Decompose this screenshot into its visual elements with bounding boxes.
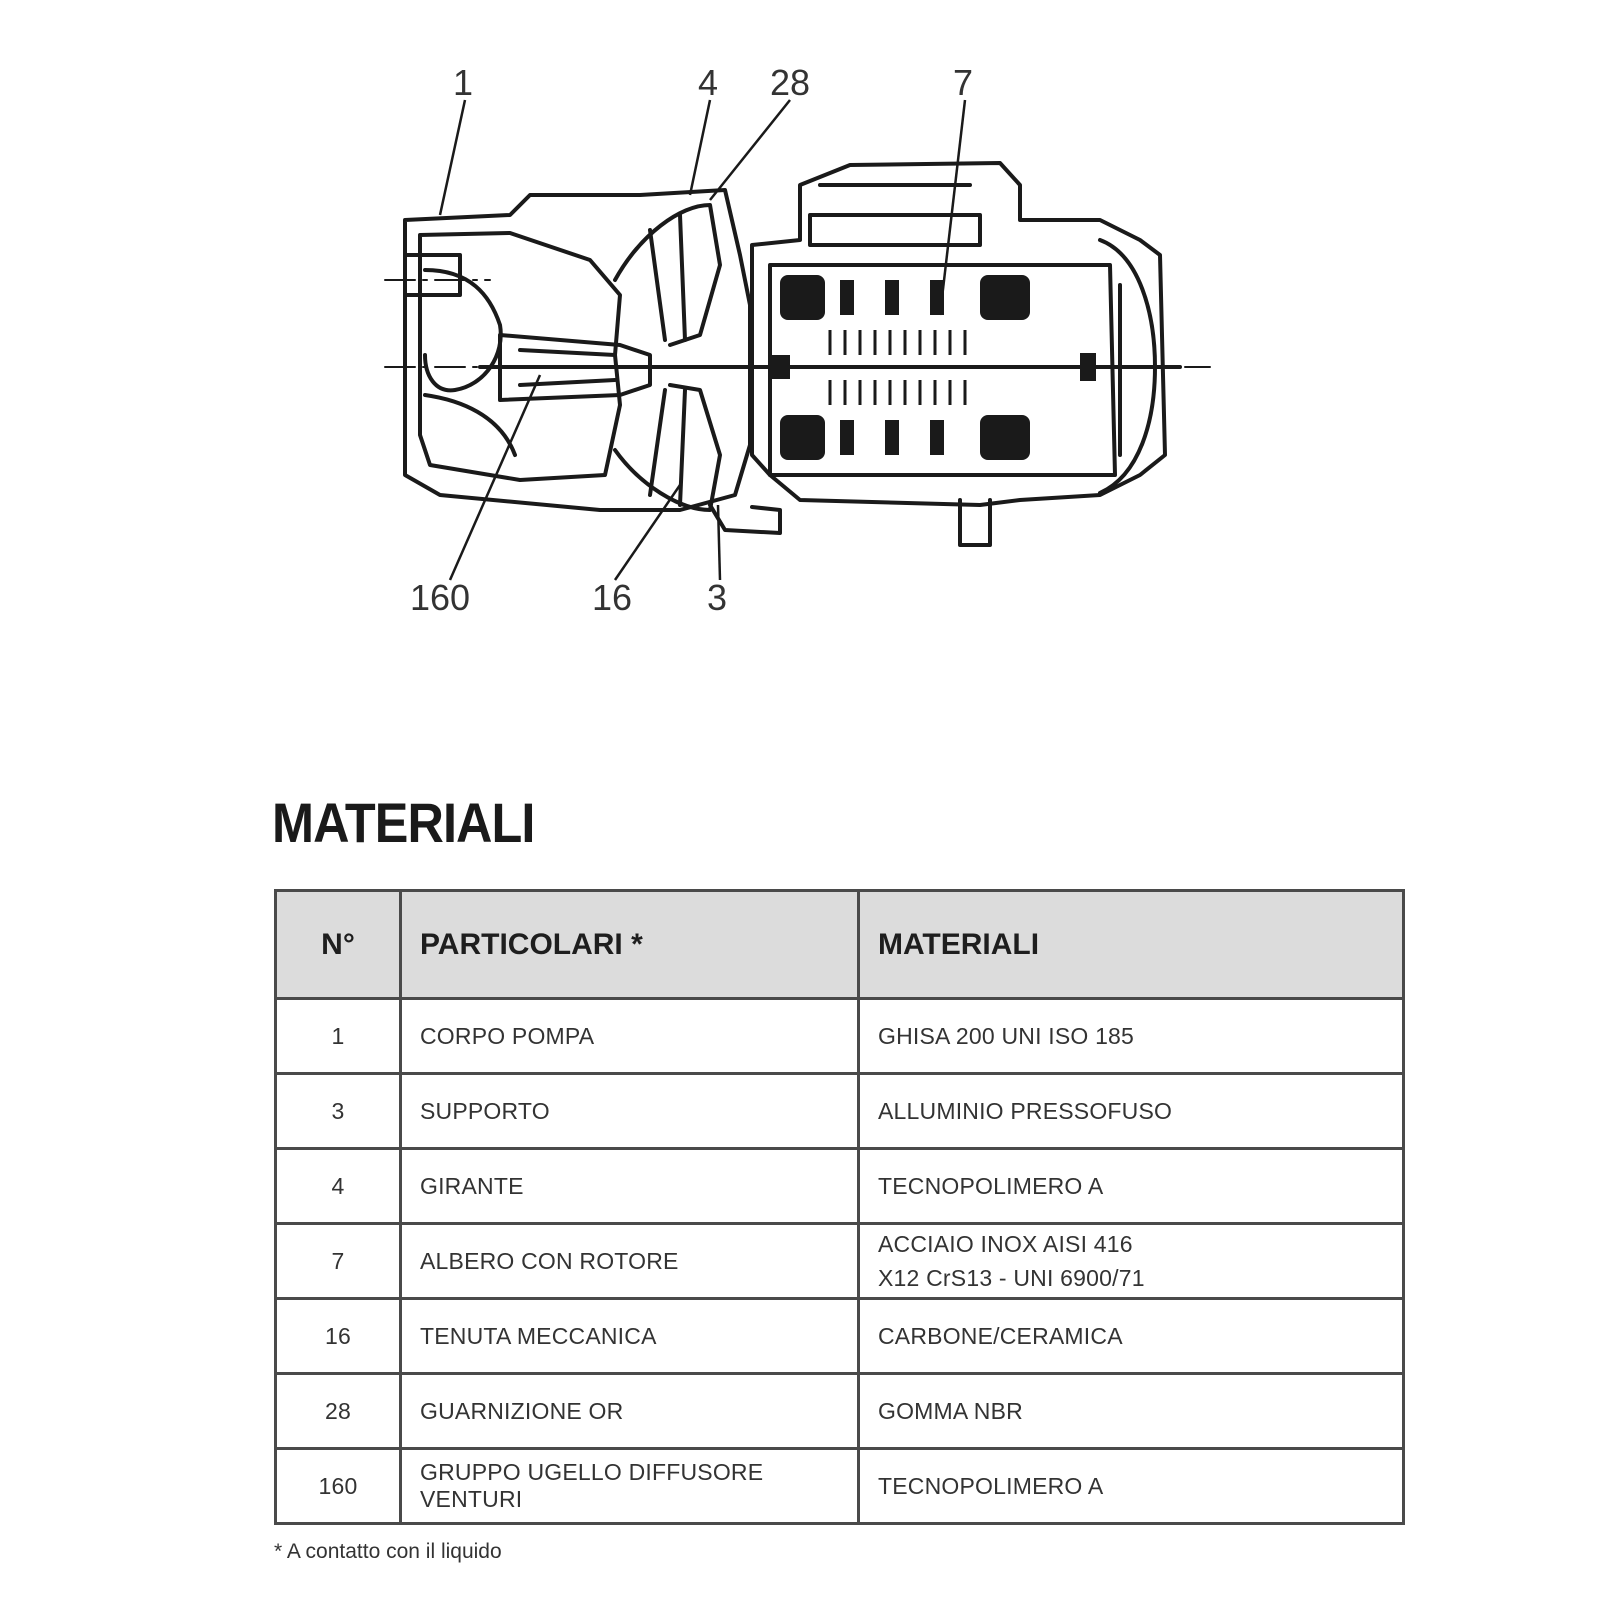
table-row: 1 CORPO POMPA GHISA 200 UNI ISO 185 <box>274 997 1405 1075</box>
stator-windings <box>768 275 1096 460</box>
table-row: 4 GIRANTE TECNOPOLIMERO A <box>274 1147 1405 1225</box>
callout-1: 1 <box>453 62 473 103</box>
callout-160: 160 <box>410 577 470 618</box>
motor-housing <box>750 161 1167 507</box>
intake-port <box>403 253 462 297</box>
impeller-vanes <box>648 213 687 507</box>
row-material-line: TECNOPOLIMERO A <box>878 1173 1104 1199</box>
pump-drawing-svg: 1 4 28 7 160 16 3 <box>384 62 1211 618</box>
header-parts: PARTICOLARI * <box>399 889 860 1000</box>
rotor-laminations <box>828 330 967 405</box>
row-number: 1 <box>274 997 402 1075</box>
materials-table: N° PARTICOLARI * MATERIALI 1 CORPO POMPA… <box>274 889 1405 1525</box>
row-material-line: GHISA 200 UNI ISO 185 <box>878 1023 1135 1049</box>
callout-4: 4 <box>698 62 718 103</box>
row-number: 16 <box>274 1297 402 1375</box>
callout-3: 3 <box>707 577 727 618</box>
venturi-nozzle <box>498 333 652 402</box>
motor-inner <box>768 263 1117 477</box>
table-row: 160 GRUPPO UGELLO DIFFUSORE VENTURI TECN… <box>274 1447 1405 1525</box>
row-part: GIRANTE <box>399 1147 860 1225</box>
row-material: TECNOPOLIMERO A <box>857 1147 1405 1225</box>
callout-7: 7 <box>953 62 973 103</box>
row-material-line: ALLUMINIO PRESSOFUSO <box>878 1098 1173 1124</box>
section-title: MATERIALI <box>272 791 535 854</box>
row-material-line: X12 CrS13 - UNI 6900/71 <box>878 1265 1145 1291</box>
table-row: 3 SUPPORTO ALLUMINIO PRESSOFUSO <box>274 1072 1405 1150</box>
footnote: * A contatto con il liquido <box>274 1540 502 1563</box>
row-part: CORPO POMPA <box>399 997 860 1075</box>
callout-labels: 1 4 28 7 160 16 3 <box>410 62 973 618</box>
leader-lines <box>438 99 967 581</box>
row-material-line: GOMMA NBR <box>878 1398 1023 1424</box>
table-row: 28 GUARNIZIONE OR GOMMA NBR <box>274 1372 1405 1450</box>
row-material: ACCIAIO INOX AISI 416 X12 CrS13 - UNI 69… <box>857 1222 1405 1300</box>
row-material: GOMMA NBR <box>857 1372 1405 1450</box>
row-material-line: ACCIAIO INOX AISI 416 <box>878 1231 1133 1257</box>
row-material: TECNOPOLIMERO A <box>857 1447 1405 1525</box>
fan-cover <box>1098 238 1157 495</box>
callout-16: 16 <box>592 577 632 618</box>
row-material-line: TECNOPOLIMERO A <box>878 1473 1104 1499</box>
pump-body-inner <box>418 231 622 482</box>
row-number: 4 <box>274 1147 402 1225</box>
support-bracket <box>708 503 782 535</box>
row-number: 28 <box>274 1372 402 1450</box>
impeller-upper <box>613 203 722 347</box>
header-number: N° <box>274 889 402 1000</box>
row-part: SUPPORTO <box>399 1072 860 1150</box>
volute-left-lower <box>423 393 517 457</box>
callout-28: 28 <box>770 62 810 103</box>
motor-foot <box>958 498 992 547</box>
impeller-lower <box>613 383 722 512</box>
row-part: GUARNIZIONE OR <box>399 1372 860 1450</box>
table-header-row: N° PARTICOLARI * MATERIALI <box>274 889 1405 1000</box>
row-number: 3 <box>274 1072 402 1150</box>
row-part: ALBERO CON ROTORE <box>399 1222 860 1300</box>
row-number: 160 <box>274 1447 402 1525</box>
row-number: 7 <box>274 1222 402 1300</box>
row-material: GHISA 200 UNI ISO 185 <box>857 997 1405 1075</box>
row-part: GRUPPO UGELLO DIFFUSORE VENTURI <box>399 1447 860 1525</box>
table-row: 16 TENUTA MECCANICA CARBONE/CERAMICA <box>274 1297 1405 1375</box>
row-material-line: CARBONE/CERAMICA <box>878 1323 1123 1349</box>
volute-left <box>423 268 503 393</box>
terminal-box <box>808 183 982 247</box>
pump-cross-section-drawing: 1 4 28 7 160 16 3 <box>380 55 1220 645</box>
header-materials: MATERIALI <box>857 889 1405 1000</box>
pump-body-outline <box>403 188 752 512</box>
row-part: TENUTA MECCANICA <box>399 1297 860 1375</box>
table-row: 7 ALBERO CON ROTORE ACCIAIO INOX AISI 41… <box>274 1222 1405 1300</box>
row-material: ALLUMINIO PRESSOFUSO <box>857 1072 1405 1150</box>
row-material: CARBONE/CERAMICA <box>857 1297 1405 1375</box>
